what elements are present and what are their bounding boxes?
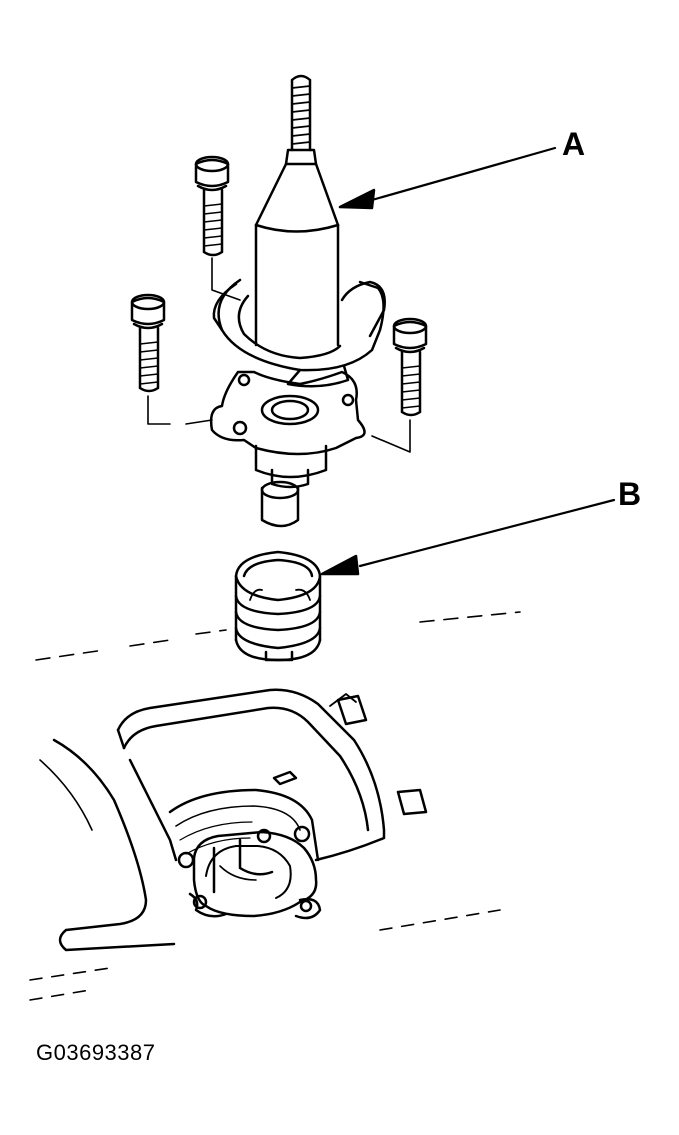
- bolt-left: [132, 295, 164, 391]
- bracket-ring: [214, 280, 385, 386]
- lower-boss: [256, 446, 326, 526]
- bolt-top-left: [196, 157, 228, 255]
- callout-label-b: B: [618, 476, 642, 512]
- part-a-shaft: [211, 76, 385, 526]
- leader-arrow-a: [340, 148, 555, 208]
- part-b-spring: [236, 552, 320, 660]
- figure-id-label: G03693387: [36, 1040, 156, 1065]
- callout-label-a: A: [562, 126, 586, 162]
- alignment-lines: [148, 258, 410, 452]
- threaded-tip: [292, 76, 310, 150]
- bolt-right: [394, 319, 426, 415]
- leader-arrow-b: [322, 500, 614, 574]
- transmission-housing: [30, 612, 520, 1000]
- flange-plate: [211, 372, 364, 454]
